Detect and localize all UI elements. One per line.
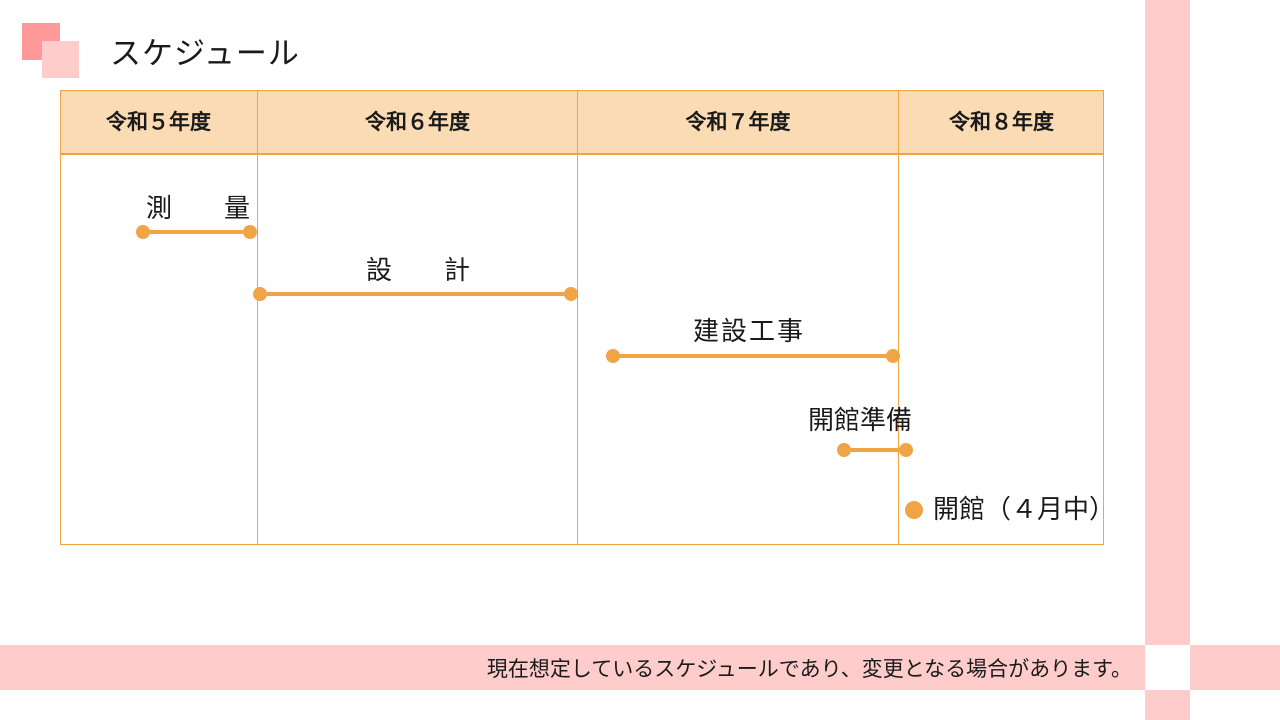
- footer-note: 現在想定しているスケジュールであり、変更となる場合があります。: [486, 657, 1132, 681]
- column-header-r8: 令和８年度: [949, 110, 1054, 134]
- task-label-opening-prep: 開館準備: [808, 406, 913, 436]
- task-end-dot: [564, 287, 578, 301]
- column-header-r5: 令和５年度: [106, 110, 211, 134]
- footer-band: [0, 645, 1280, 690]
- milestone-dot: [905, 501, 923, 519]
- task-bar-opening-prep: [844, 448, 906, 452]
- task-label-construction: 建設工事: [693, 317, 806, 347]
- column-header-r7: 令和７年度: [685, 110, 791, 134]
- task-label-design: 設 計: [366, 256, 471, 286]
- column-header-r6: 令和６年度: [365, 110, 470, 134]
- task-start-dot: [837, 443, 851, 457]
- task-start-dot: [606, 349, 620, 363]
- task-start-dot: [253, 287, 267, 301]
- task-end-dot: [886, 349, 900, 363]
- milestone-label-opening: 開館（４月中）: [933, 495, 1116, 525]
- decor-stripe-gap: [1145, 645, 1190, 690]
- column-divider: [257, 90, 258, 545]
- column-divider: [898, 90, 899, 545]
- timeline-header-row: [60, 90, 1104, 154]
- task-bar-design: [260, 292, 571, 296]
- page-title: スケジュール: [110, 36, 300, 72]
- task-bar-survey: [143, 230, 250, 234]
- task-start-dot: [136, 225, 150, 239]
- task-end-dot: [243, 225, 257, 239]
- task-end-dot: [899, 443, 913, 457]
- column-divider: [577, 90, 578, 545]
- decor-square-light: [42, 41, 79, 78]
- timeline-header-divider: [60, 153, 1104, 155]
- task-label-survey: 測 量: [146, 194, 251, 224]
- task-bar-construction: [613, 354, 893, 358]
- decor-vertical-stripe: [1145, 0, 1190, 720]
- timeline-frame: [60, 90, 1104, 545]
